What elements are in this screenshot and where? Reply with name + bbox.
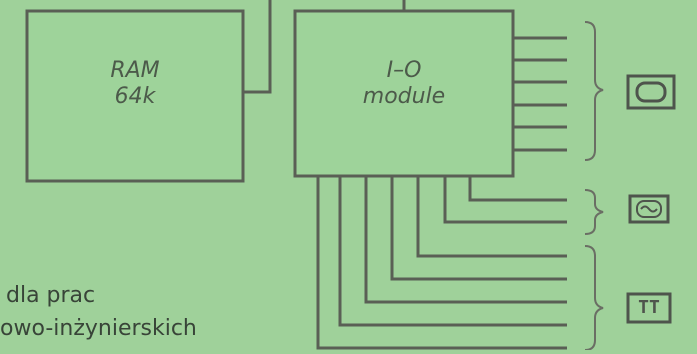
ram-label: RAM 64k	[27, 58, 243, 110]
teletype-brace	[584, 245, 604, 351]
caption-line2: owo-inżynierskich	[0, 316, 197, 341]
ram-label-line2: 64k	[114, 84, 156, 109]
waveform-display-icon	[628, 194, 670, 224]
teletype-icon	[626, 292, 672, 324]
crt-monitor-icon	[626, 74, 676, 110]
io-label-line2: module	[362, 84, 446, 109]
ram-label-line1: RAM	[110, 58, 160, 83]
crt-brace	[584, 21, 604, 161]
io-module-label: I–O module	[295, 58, 513, 110]
io-module-box	[293, 9, 515, 178]
waveform-brace	[584, 189, 604, 235]
crt-output-lines	[513, 36, 567, 152]
io-label-line1: I–O	[386, 58, 422, 83]
ram-bus-line	[243, 0, 272, 94]
ram-box	[25, 9, 245, 183]
caption-line1: dla prac	[6, 283, 96, 308]
waveform-output-lines	[443, 176, 567, 224]
teletype-label: TT	[638, 297, 660, 318]
teletype-output-lines	[316, 176, 567, 350]
